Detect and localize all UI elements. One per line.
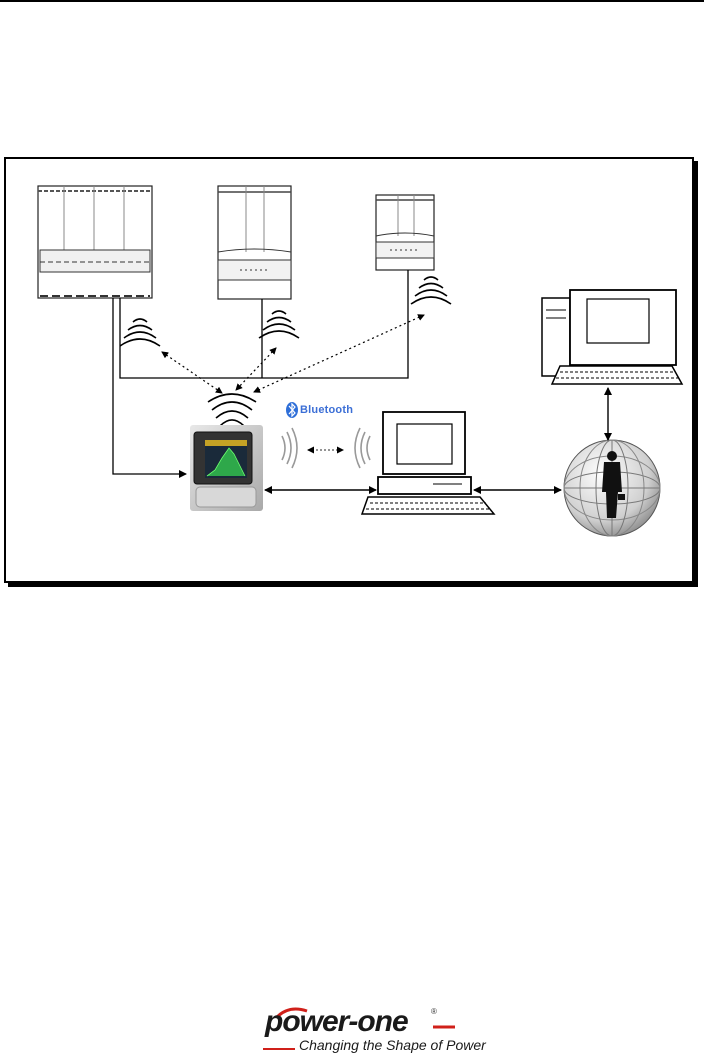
bluetooth-signal-icon — [282, 428, 370, 468]
wireless-signal-icon — [411, 277, 451, 304]
logo-brand: power-one — [265, 1005, 408, 1039]
computer-icon — [542, 290, 682, 384]
bluetooth-icon — [286, 402, 298, 418]
wireless-link — [162, 315, 424, 393]
computer-icon — [362, 412, 494, 514]
globe-icon — [564, 440, 660, 536]
inverter-small-icon — [376, 195, 434, 270]
logo-registered: ® — [431, 1007, 437, 1016]
wireless-signal-icon — [120, 319, 160, 346]
monitoring-display-icon — [190, 425, 263, 511]
logo-tagline: Changing the Shape of Power — [299, 1037, 486, 1053]
power-one-logo: power-one ® Changing the Shape of Power — [255, 1005, 455, 1053]
network-diagram — [0, 0, 704, 620]
wireless-signal-icon — [208, 394, 256, 426]
inverter-large-icon — [38, 186, 152, 298]
inverter-medium-icon — [218, 186, 291, 299]
bluetooth-label: Bluetooth — [300, 404, 353, 416]
wireless-signal-icon — [259, 311, 299, 338]
